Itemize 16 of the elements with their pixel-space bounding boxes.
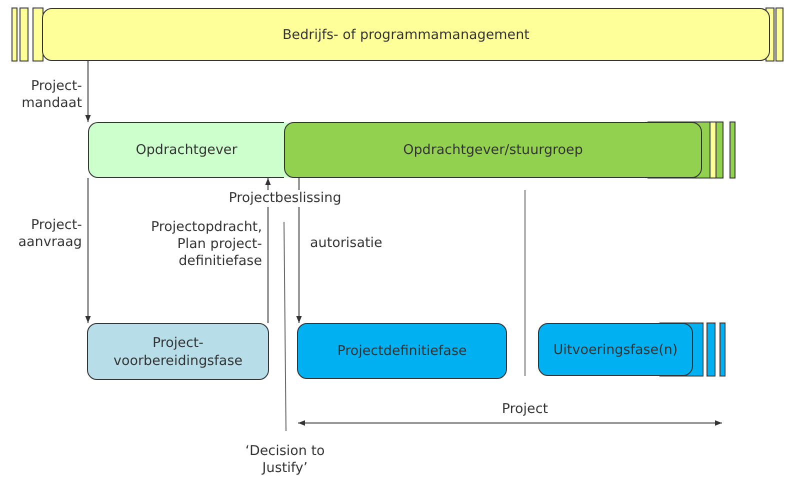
edge-label: autorisatie: [310, 235, 384, 252]
arrow: [296, 178, 302, 324]
edge-label: Project- mandaat: [20, 78, 82, 112]
edge-label: Project- aanvraag: [17, 217, 82, 251]
arrow: [265, 178, 271, 324]
role-box: Opdrachtgever: [88, 122, 284, 178]
management-band: Bedrijfs- of programmamanagement: [42, 8, 770, 61]
arrow: [85, 178, 91, 324]
arrow: [85, 60, 91, 122]
phase-box: Uitvoeringsfase(n): [538, 323, 693, 376]
span-label: Project: [500, 401, 550, 418]
decision-label: ‘Decision to Justify’: [244, 443, 326, 477]
phase-box: Project- voorbereidingsfase: [87, 323, 269, 380]
edge-label: Projectopdracht, Plan project- definitiefase: [150, 219, 262, 270]
phase-box: Projectdefinitiefase: [297, 323, 507, 379]
role-box: Opdrachtgever/stuurgroep: [284, 122, 702, 178]
